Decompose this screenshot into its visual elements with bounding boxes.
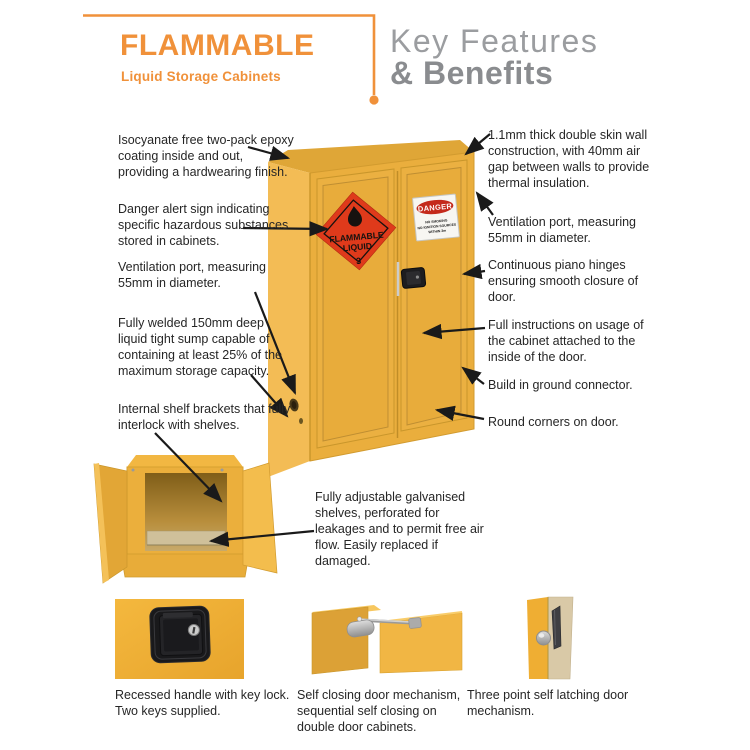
sump-base	[120, 553, 250, 578]
galvanised-shelf	[146, 530, 226, 546]
danger-sign: DANGER NO SMOKING NO IGNITION SOURCES WI…	[412, 193, 460, 242]
flammable-class-number: 3	[356, 256, 362, 266]
callout-danger-sign: Danger alert sign indicating specific ha…	[118, 202, 289, 248]
callout-epoxy-coating: Isocyanate free two-pack epoxy coating i…	[118, 133, 294, 179]
arrow-hinges	[461, 263, 486, 280]
accent-dot-icon	[369, 95, 379, 105]
danger-sign-line: WITHIN 3m	[428, 229, 446, 235]
arrow-round-corners	[434, 405, 485, 421]
open-right-door	[242, 462, 278, 574]
arrow-vent-left	[253, 291, 297, 396]
arrow-shelf-brackets	[154, 432, 223, 503]
danger-sign-title: DANGER	[417, 201, 452, 213]
latch-knob	[536, 630, 551, 646]
arrow-epoxy	[247, 145, 291, 161]
caption-recessed-handle: Recessed handle with key lock. Two keys …	[115, 688, 290, 718]
door-handle	[400, 267, 427, 289]
arrow-danger-sign	[242, 221, 330, 237]
callout-wall-construction: 1.1mm thick double skin wall constructio…	[488, 128, 650, 190]
arrow-instructions	[421, 323, 486, 340]
callout-arrows	[154, 133, 494, 547]
door-closer-detail-image	[311, 605, 463, 675]
callout-instructions: Full instructions on usage of the cabine…	[488, 318, 644, 364]
flammable-sign-text: FLAMMABLE	[329, 230, 384, 245]
arrow-sump	[250, 374, 289, 418]
handle-detail-image	[115, 599, 244, 679]
callout-ground-connector: Build in ground connector.	[488, 378, 633, 392]
flame-icon	[348, 206, 362, 227]
open-cabinet-illustration	[93, 455, 278, 584]
callout-piano-hinges: Continuous piano hinges ensuring smooth …	[488, 258, 639, 304]
caption-latching: Three point self latching door mechanism…	[467, 688, 629, 718]
danger-sign-line: NO SMOKING	[425, 218, 448, 224]
caption-self-closing: Self closing door mechanism, sequential …	[297, 688, 461, 734]
arrow-ground-connector	[461, 366, 485, 385]
page-heading-line1: Key Features	[390, 23, 599, 59]
arrow-shelves	[208, 529, 315, 547]
page-heading-line2: & Benefits	[390, 55, 554, 91]
flammable-sign-text2: LIQUID	[342, 241, 372, 254]
brand-subtitle: Liquid Storage Cabinets	[121, 69, 281, 84]
callout-vent-port-left: Ventilation port, measuring 55mm in diam…	[118, 260, 267, 290]
danger-sign-line: NO IGNITION SOURCES	[417, 223, 457, 231]
callout-vent-port-right: Ventilation port, measuring 55mm in diam…	[488, 215, 637, 245]
latch-detail-image	[527, 596, 574, 680]
callout-round-corners: Round corners on door.	[488, 415, 619, 429]
callout-shelf-brackets: Internal shelf brackets that fully inter…	[118, 402, 291, 432]
flammable-diamond-sign: FLAMMABLE LIQUID 3	[315, 191, 397, 271]
vent-port	[289, 398, 303, 424]
header-accent-line	[83, 14, 379, 105]
callout-sump: Fully welded 150mm deep liquid tight sum…	[118, 316, 283, 378]
callout-shelves: Fully adjustable galvanised shelves, per…	[315, 490, 484, 568]
arrow-vent-right	[475, 191, 494, 216]
arrow-wall	[464, 133, 491, 156]
brand-title: FLAMMABLE	[120, 29, 315, 62]
